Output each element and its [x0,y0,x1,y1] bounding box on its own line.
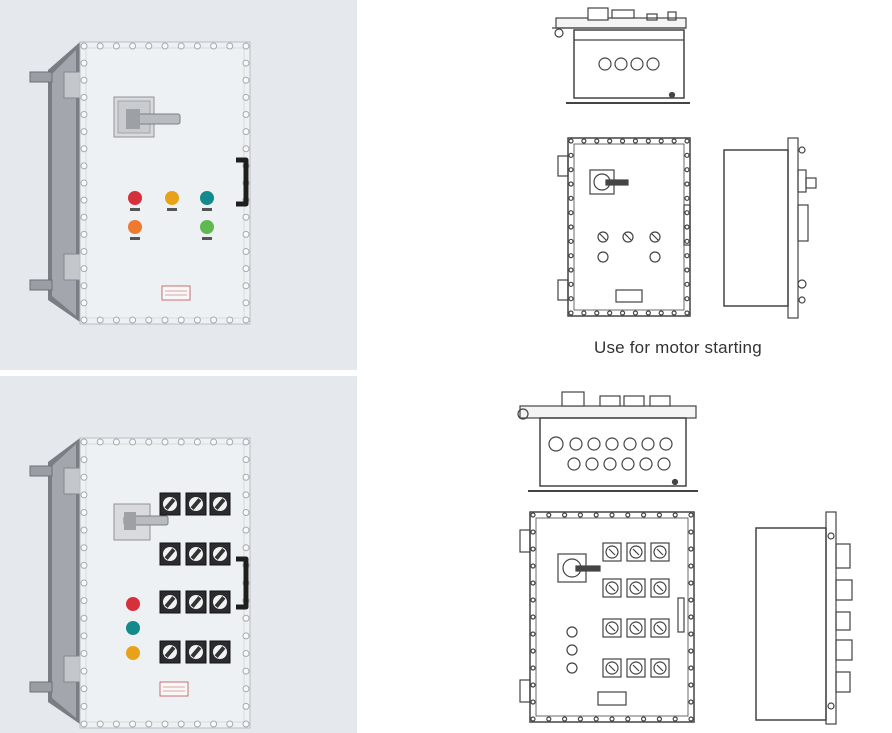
motor-starter-drawing: Use for motor starting [362,0,892,370]
red-lamp [128,191,142,205]
top-view [517,391,698,492]
side-view [755,511,853,725]
green-lamp [200,220,214,234]
nameplate [159,681,189,697]
motor-starting-caption: Use for motor starting [594,338,762,357]
distribution-box-photo [0,376,357,733]
front-view [557,137,691,317]
side-view [723,137,817,319]
orange-lamp [128,220,142,234]
distribution-box-drawing [362,376,892,733]
teal-lamp [200,191,214,205]
red-lamp [126,597,140,611]
motor-starter-photo [0,0,357,370]
teal-lamp [126,621,140,635]
orange-lamp [126,646,140,660]
front-view [519,511,695,723]
nameplate [161,285,191,301]
horizontal-divider [0,370,892,376]
yellow-lamp [165,191,179,205]
top-view [552,7,690,104]
vertical-divider [357,0,362,733]
rotary-switch-grid [159,492,231,664]
